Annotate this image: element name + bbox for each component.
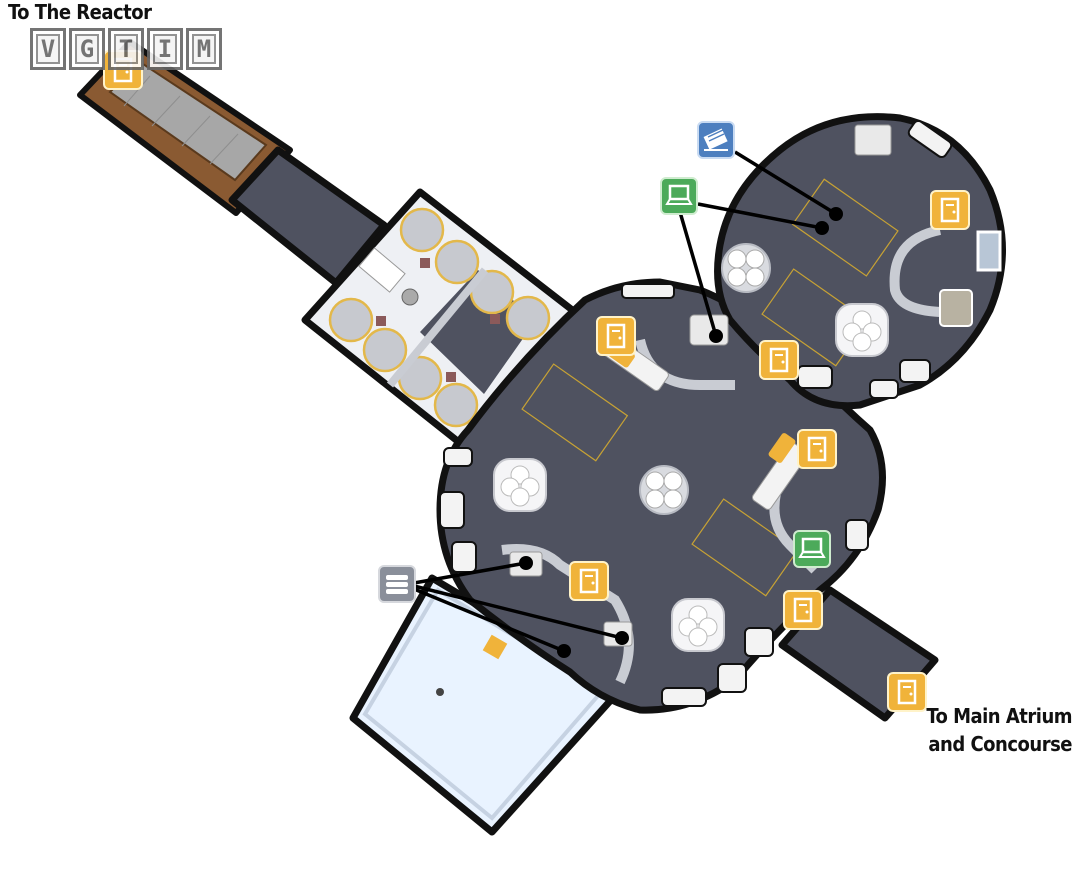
document-note-icon[interactable]: [697, 121, 735, 159]
door-icon[interactable]: [568, 560, 610, 602]
watermark-letter: V: [30, 28, 66, 70]
door-icon[interactable]: [929, 189, 971, 231]
door-icon[interactable]: [782, 589, 824, 631]
watermark-letter: I: [147, 28, 183, 70]
computer-terminal-icon[interactable]: [659, 176, 699, 216]
computer-terminal-icon[interactable]: [792, 529, 832, 569]
watermark-letter: T: [108, 28, 144, 70]
watermark-logo: V G T I M: [30, 28, 222, 70]
door-icon[interactable]: [796, 428, 838, 470]
airlock-room: [228, 146, 388, 287]
watermark-letter: G: [69, 28, 105, 70]
door-icon[interactable]: [886, 671, 928, 713]
door-icon[interactable]: [595, 315, 637, 357]
label-line: To Main Atrium: [926, 704, 1072, 728]
audio-log-icon[interactable]: [378, 565, 416, 603]
label-to-reactor: To The Reactor: [8, 0, 152, 24]
label-to-main-atrium: To Main Atrium and Concourse: [926, 702, 1072, 758]
label-line: and Concourse: [928, 732, 1072, 756]
watermark-letter: M: [186, 28, 222, 70]
callout-lines: [413, 150, 837, 653]
callout-dots: [519, 207, 843, 658]
door-icon[interactable]: [758, 339, 800, 381]
